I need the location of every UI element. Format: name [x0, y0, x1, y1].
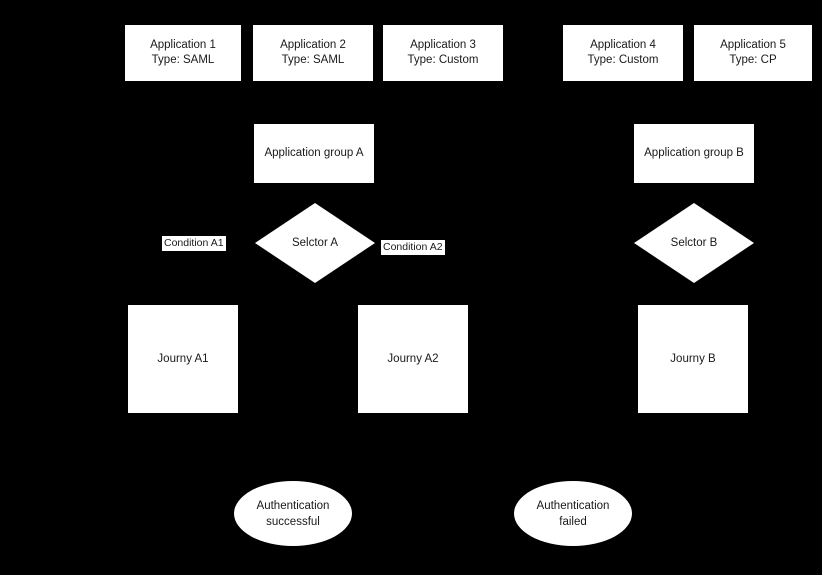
application-node-1-name: Application 1: [150, 39, 216, 51]
application-group-b-label: Application group B: [644, 147, 744, 159]
outcome-failed-line1: Authentication: [536, 499, 610, 512]
application-node-1-type: Type: SAML: [151, 54, 215, 66]
application-node-5-type: Type: CP: [729, 54, 777, 66]
outcome-node-authentication-failed[interactable]: Authentication failed: [514, 481, 632, 546]
application-node-2-type: Type: SAML: [281, 54, 345, 66]
application-group-node-a[interactable]: Application group A: [254, 124, 374, 183]
journey-node-a1[interactable]: Journy A1: [128, 305, 238, 413]
application-node-2-name: Application 2: [280, 39, 346, 51]
application-node-3-type: Type: Custom: [407, 54, 479, 66]
outcome-node-authentication-successful[interactable]: Authentication successful: [234, 481, 352, 546]
selector-node-a[interactable]: Selctor A: [255, 203, 375, 283]
journey-node-b[interactable]: Journy B: [638, 305, 748, 413]
journey-a2-label: Journy A2: [387, 352, 439, 365]
application-group-node-b[interactable]: Application group B: [634, 124, 754, 183]
application-node-3-name: Application 3: [410, 39, 476, 51]
application-node-1[interactable]: Application 1 Type: SAML: [125, 25, 241, 81]
application-node-4-type: Type: Custom: [587, 54, 659, 66]
application-node-3[interactable]: Application 3 Type: Custom: [383, 25, 503, 81]
edge-label-condition-a1: Condition A1: [162, 236, 226, 251]
journey-a1-label: Journy A1: [157, 352, 209, 365]
selector-b-label: Selctor B: [670, 236, 718, 249]
outcome-successful-line2: successful: [266, 515, 320, 528]
application-node-5-name: Application 5: [720, 39, 786, 51]
selector-node-b[interactable]: Selctor B: [634, 203, 754, 283]
outcome-failed-line2: failed: [559, 515, 587, 528]
edge-label-condition-a2: Condition A2: [381, 240, 445, 255]
journey-node-a2[interactable]: Journy A2: [358, 305, 468, 413]
application-node-4[interactable]: Application 4 Type: Custom: [563, 25, 683, 81]
journey-b-label: Journy B: [670, 352, 716, 365]
application-group-a-label: Application group A: [264, 147, 364, 159]
application-node-5[interactable]: Application 5 Type: CP: [694, 25, 812, 81]
application-node-4-name: Application 4: [590, 39, 656, 51]
application-node-2[interactable]: Application 2 Type: SAML: [253, 25, 373, 81]
selector-a-label: Selctor A: [291, 236, 339, 249]
outcome-successful-line1: Authentication: [256, 499, 330, 512]
